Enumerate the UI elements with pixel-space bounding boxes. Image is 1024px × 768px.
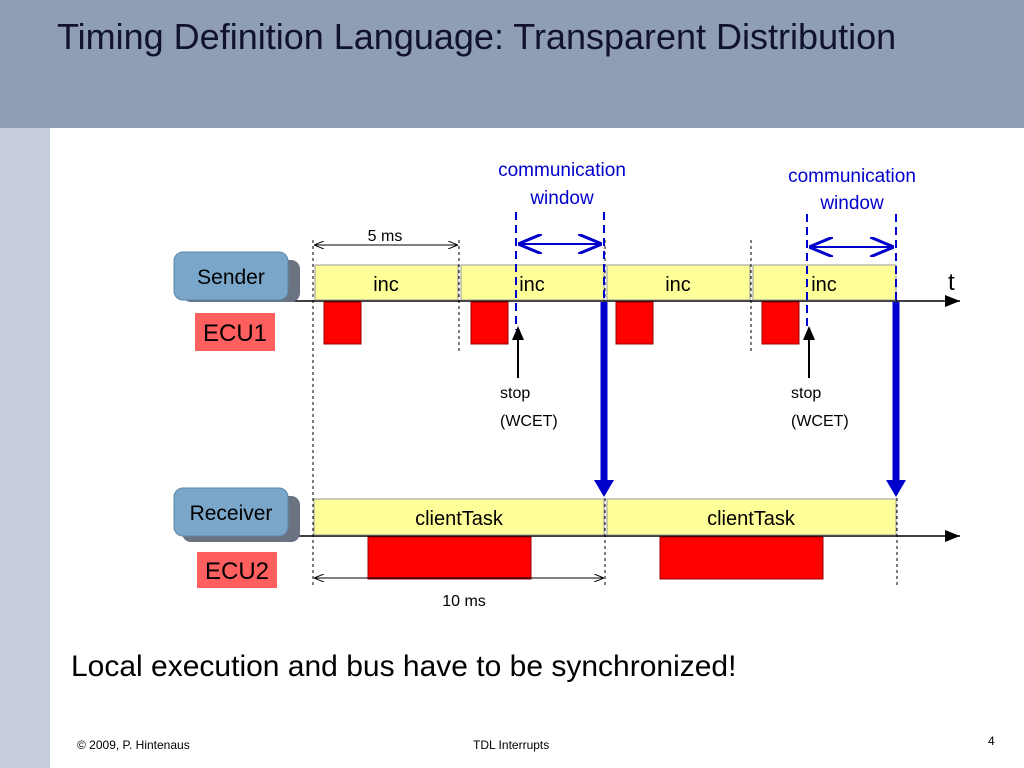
stop-2-label-line2: (WCET) [791, 413, 849, 430]
sender-task-label-4: inc [811, 274, 837, 296]
receiver-exec-block-1 [367, 536, 532, 580]
receiver-task-box-2 [606, 498, 897, 536]
comm-window-2-label-line2: window [819, 193, 884, 214]
sender-task-box-3 [606, 264, 751, 301]
receiver-node-label: Receiver [190, 502, 273, 525]
message-arrow-1-head [594, 480, 614, 497]
comm-window-2-label-line1: communication [788, 166, 916, 187]
sender-exec-block-1 [323, 301, 362, 345]
stop-1-arrowhead [512, 326, 524, 340]
left-sidebar-bar [0, 128, 50, 768]
sender-task-label-2: inc [519, 274, 545, 296]
sender-exec-block-4 [761, 301, 800, 345]
sender-exec-block-2 [470, 301, 509, 345]
message-arrow-2-head [886, 480, 906, 497]
receiver-ecu-label: ECU2 [205, 558, 269, 585]
footer-topic: TDL Interrupts [473, 738, 550, 752]
period-5ms-label: 5 ms [368, 228, 403, 245]
receiver-exec-block-2 [659, 536, 824, 580]
sender-ecu-box [195, 313, 275, 351]
comm-window-1-label-line2: window [529, 188, 594, 209]
comm-window-1-label-line1: communication [498, 160, 626, 181]
period-10ms-label: 10 ms [442, 593, 486, 610]
stop-1-label-line2: (WCET) [500, 413, 558, 430]
time-axis-label: t [948, 269, 955, 296]
sender-node-label: Sender [197, 266, 265, 289]
sender-node-box [173, 251, 289, 301]
sender-task-box-1 [314, 264, 459, 301]
sender-task-row: inc inc inc inc [314, 264, 897, 301]
slide-title: Timing Definition Language: Transparent … [57, 16, 897, 57]
header-bar [0, 0, 1024, 128]
sender-exec-block-3 [615, 301, 654, 345]
sender-task-box-2 [460, 264, 605, 301]
footer-copyright: © 2009, P. Hintenaus [77, 738, 190, 752]
receiver-ecu-box [197, 552, 277, 588]
sender-task-label-1: inc [373, 274, 399, 296]
receiver-task-label-1: clientTask [415, 508, 504, 530]
sender-ecu-label: ECU1 [203, 320, 267, 347]
receiver-task-label-2: clientTask [707, 508, 796, 530]
synchronization-note: Local execution and bus have to be synch… [71, 650, 737, 683]
sender-task-box-4 [752, 264, 897, 301]
sender-task-label-3: inc [665, 274, 691, 296]
stop-2-label-line1: stop [791, 385, 821, 402]
receiver-node-box [173, 487, 289, 537]
page-number: 4 [988, 734, 995, 748]
receiver-task-box-1 [313, 498, 605, 536]
stop-1-label-line1: stop [500, 385, 530, 402]
stop-2-arrowhead [803, 326, 815, 340]
